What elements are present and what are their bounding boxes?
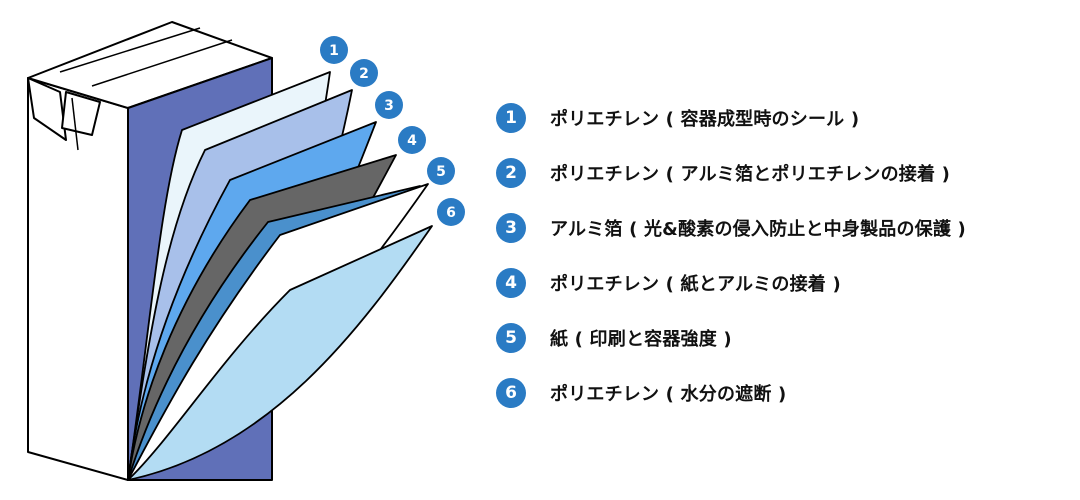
legend-item-3: 3 アルミ箔 ( 光&酸素の侵入防止と中身製品の保護 ) [496, 200, 1076, 255]
carton-side-face [27, 77, 129, 481]
carton-seal-line [59, 27, 201, 73]
svg-text:1: 1 [329, 43, 339, 59]
legend-badge: 1 [496, 102, 526, 133]
diagram-badge-4: 4 [398, 126, 426, 154]
legend-item-4: 4 ポリエチレン ( 紙とアルミの接着 ) [496, 255, 1076, 310]
legend-item-5: 5 紙 ( 印刷と容器強度 ) [496, 310, 1076, 365]
legend-badge: 6 [496, 377, 526, 408]
svg-text:2: 2 [359, 66, 369, 82]
diagram-badge-6: 6 [437, 198, 465, 226]
carton-flap [27, 77, 67, 141]
legend-item-6: 6 ポリエチレン ( 水分の遮断 ) [496, 365, 1076, 420]
svg-text:3: 3 [384, 98, 394, 114]
diagram-badge-5: 5 [427, 157, 455, 185]
peeled-layers [127, 71, 433, 481]
legend-badge: 2 [496, 157, 526, 188]
svg-text:6: 6 [446, 205, 456, 221]
legend-label: アルミ箔 ( 光&酸素の侵入防止と中身製品の保護 ) [550, 218, 966, 240]
legend-badge: 5 [496, 322, 526, 353]
layer-sheet-7 [127, 225, 433, 481]
diagram-badge-1: 1 [320, 36, 348, 64]
carton-seal-line [91, 39, 233, 87]
svg-text:5: 5 [436, 164, 446, 180]
legend-label: 紙 ( 印刷と容器強度 ) [550, 328, 732, 350]
legend-item-2: 2 ポリエチレン ( アルミ箔とポリエチレンの接着 ) [496, 145, 1076, 200]
legend-label: ポリエチレン ( アルミ箔とポリエチレンの接着 ) [550, 163, 951, 185]
legend-item-1: 1 ポリエチレン ( 容器成型時のシール ) [496, 90, 1076, 145]
legend-label: ポリエチレン ( 紙とアルミの接着 ) [550, 273, 841, 295]
diagram-badge-3: 3 [375, 91, 403, 119]
carton-flap-edge [71, 97, 79, 151]
legend-badge: 4 [496, 267, 526, 298]
legend-badge: 3 [496, 212, 526, 243]
svg-text:4: 4 [407, 133, 417, 149]
legend-label: ポリエチレン ( 水分の遮断 ) [550, 383, 787, 405]
carton-layer-diagram: 1 2 3 4 5 6 [27, 21, 465, 481]
layer-legend: 1 ポリエチレン ( 容器成型時のシール ) 2 ポリエチレン ( アルミ箔とポ… [496, 90, 1076, 420]
carton-flap [61, 91, 101, 136]
diagram-badges: 1 2 3 4 5 6 [320, 36, 465, 226]
legend-label: ポリエチレン ( 容器成型時のシール ) [550, 108, 860, 130]
diagram-badge-2: 2 [350, 59, 378, 87]
